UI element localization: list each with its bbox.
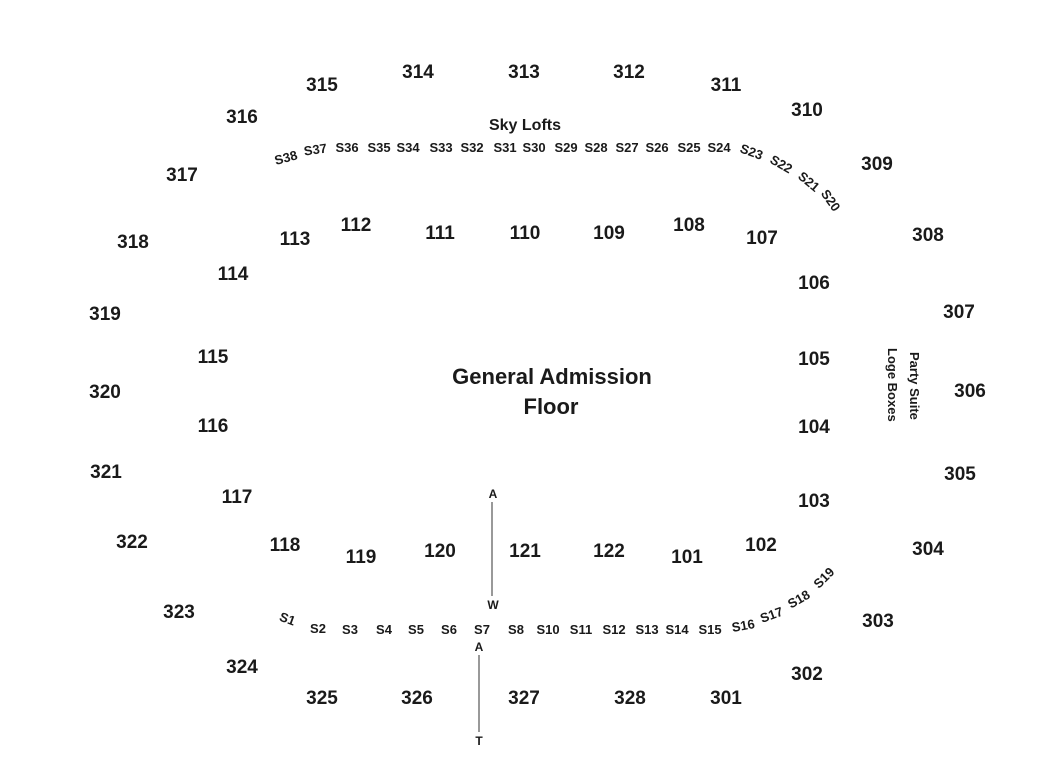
loge-boxes-label: Loge Boxes [885, 348, 900, 422]
section-label[interactable]: 302 [791, 664, 823, 685]
suite-label[interactable]: S22 [767, 152, 795, 177]
section-label[interactable]: 119 [346, 547, 377, 568]
suite-label[interactable]: S14 [665, 622, 689, 637]
section-label[interactable]: 107 [746, 228, 778, 249]
section-label[interactable]: 108 [673, 215, 705, 236]
section-label[interactable]: 117 [222, 487, 253, 508]
suite-label[interactable]: S3 [342, 622, 358, 637]
suite-label[interactable]: S16 [731, 616, 756, 635]
aisle-marker-bottom: T [475, 734, 483, 748]
section-label[interactable]: 303 [862, 611, 894, 632]
suite-label[interactable]: S17 [758, 604, 785, 626]
suite-label[interactable]: S36 [335, 140, 358, 155]
section-label[interactable]: 115 [198, 347, 229, 368]
section-label[interactable]: 309 [861, 154, 893, 175]
suite-label[interactable]: S15 [698, 622, 721, 637]
section-label[interactable]: 325 [306, 688, 338, 709]
section-label[interactable]: 113 [280, 229, 311, 250]
section-label[interactable]: 122 [593, 541, 625, 562]
section-label[interactable]: 310 [791, 100, 823, 121]
suite-label[interactable]: S20 [818, 187, 844, 215]
section-label[interactable]: 322 [116, 532, 148, 553]
suite-label[interactable]: S7 [474, 622, 490, 637]
suite-label[interactable]: S27 [615, 140, 638, 155]
section-label[interactable]: 316 [226, 107, 258, 128]
suite-label[interactable]: S28 [584, 140, 607, 155]
floor-label-line2: Floor [524, 394, 579, 419]
section-label[interactable]: 320 [89, 382, 121, 403]
section-label[interactable]: 318 [117, 232, 149, 253]
aisle-marker-lower: A [475, 640, 484, 654]
suite-label[interactable]: S13 [635, 622, 658, 637]
section-label[interactable]: 102 [745, 535, 777, 556]
suite-label[interactable]: S37 [303, 141, 328, 159]
section-label[interactable]: 109 [593, 223, 625, 244]
section-label[interactable]: 301 [710, 688, 742, 709]
suite-label[interactable]: S32 [460, 140, 483, 155]
section-label[interactable]: 118 [270, 535, 301, 556]
suite-label[interactable]: S35 [367, 140, 390, 155]
section-label[interactable]: 304 [912, 539, 944, 560]
suite-label[interactable]: S21 [795, 168, 822, 194]
suite-label[interactable]: S8 [508, 622, 524, 637]
section-label[interactable]: 314 [402, 62, 434, 83]
suite-label[interactable]: S11 [570, 622, 592, 637]
suite-label[interactable]: S24 [707, 140, 731, 155]
section-label[interactable]: 327 [508, 688, 540, 709]
lower-level-sections: 101 102 103 104 105 106 107 108 109 110 … [198, 215, 831, 568]
section-label[interactable]: 305 [944, 464, 976, 485]
section-label[interactable]: 101 [671, 547, 703, 568]
section-label[interactable]: 324 [226, 657, 258, 678]
upper-level-sections: 301 302 303 304 305 306 307 308 309 310 … [89, 62, 986, 709]
suite-label[interactable]: S18 [785, 587, 813, 612]
aisle-marker-top: A [489, 487, 498, 501]
party-suite-label: Party Suite [907, 352, 922, 420]
section-label[interactable]: 114 [218, 264, 249, 285]
suite-label[interactable]: S4 [376, 622, 393, 637]
suite-label[interactable]: S25 [677, 140, 700, 155]
suite-label[interactable]: S38 [273, 147, 299, 167]
section-label[interactable]: 323 [163, 602, 195, 623]
floor-label-line1: General Admission [452, 364, 652, 389]
suite-label[interactable]: S10 [536, 622, 559, 637]
suite-label[interactable]: S19 [810, 564, 837, 591]
suite-label[interactable]: S23 [738, 141, 765, 163]
section-label[interactable]: 112 [341, 215, 372, 236]
suite-label[interactable]: S1 [278, 609, 298, 629]
section-label[interactable]: 121 [509, 541, 541, 562]
section-label[interactable]: 317 [166, 165, 198, 186]
section-label[interactable]: 306 [954, 381, 986, 402]
section-label[interactable]: 116 [198, 416, 229, 437]
suite-label[interactable]: S2 [310, 621, 326, 636]
sky-lofts-label: Sky Lofts [489, 117, 561, 134]
suite-label[interactable]: S34 [396, 140, 420, 155]
section-label[interactable]: 111 [425, 223, 455, 244]
aisle-marker-mid: W [487, 598, 499, 612]
suite-label[interactable]: S29 [554, 140, 577, 155]
section-label[interactable]: 104 [798, 417, 830, 438]
section-label[interactable]: 308 [912, 225, 944, 246]
suite-label[interactable]: S12 [602, 622, 625, 637]
section-label[interactable]: 319 [89, 304, 121, 325]
suite-label[interactable]: S30 [522, 140, 545, 155]
suite-label[interactable]: S5 [408, 622, 424, 637]
section-label[interactable]: 315 [306, 75, 338, 96]
suite-label[interactable]: S26 [645, 140, 668, 155]
section-label[interactable]: 313 [508, 62, 540, 83]
section-label[interactable]: 307 [943, 302, 975, 323]
section-label[interactable]: 326 [401, 688, 433, 709]
section-label[interactable]: 105 [798, 349, 830, 370]
section-label[interactable]: 312 [613, 62, 645, 83]
suite-label[interactable]: S6 [441, 622, 457, 637]
section-label[interactable]: 103 [798, 491, 830, 512]
section-label[interactable]: 311 [711, 75, 742, 96]
section-label[interactable]: 321 [90, 462, 122, 483]
section-label[interactable]: 110 [510, 223, 541, 244]
suite-label[interactable]: S31 [493, 140, 516, 155]
section-label[interactable]: 120 [424, 541, 456, 562]
section-label[interactable]: 328 [614, 688, 646, 709]
suite-label[interactable]: S33 [429, 140, 452, 155]
section-label[interactable]: 106 [798, 273, 830, 294]
